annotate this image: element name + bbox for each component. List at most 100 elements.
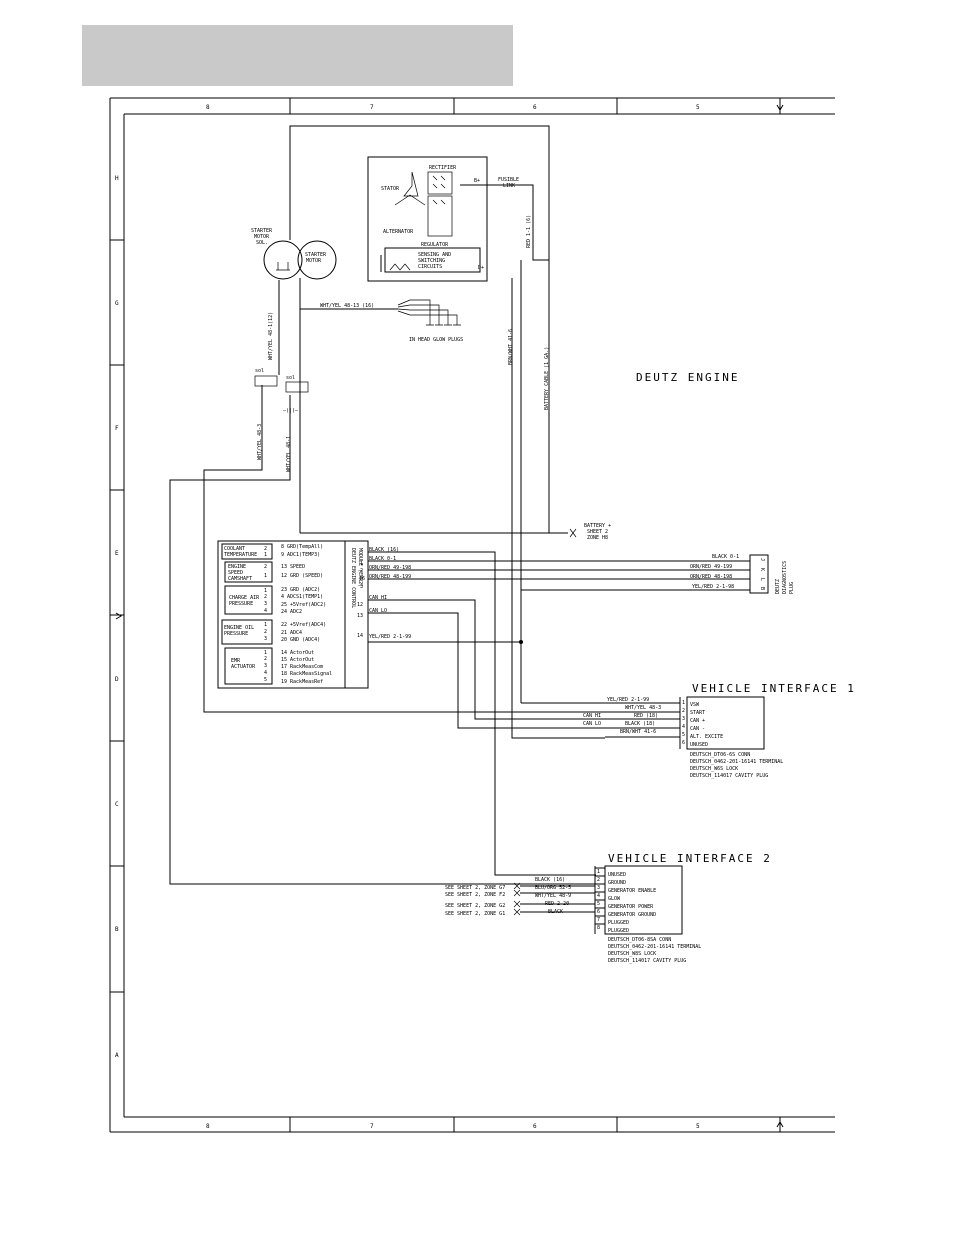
diag-pin: L xyxy=(759,578,765,581)
col-label-5: 5 xyxy=(696,104,700,111)
sensor-emr-pin: 1 xyxy=(264,650,267,656)
row-label-d: D xyxy=(115,676,119,683)
sensor-charge-air-pin: 3 xyxy=(264,601,267,607)
ecu-input-pins: 8 GRD(TempAll) 9 ADC1(TEMP3) 13 SPEED 12… xyxy=(281,544,332,685)
diag-wire-label: ORN/RED 48-198 xyxy=(690,574,732,580)
ecu-input-pin: 13 SPEED xyxy=(281,564,305,570)
vi2-function: GENERATOR ENABLE xyxy=(608,888,656,894)
vi1-function: ALT. EXCITE xyxy=(690,734,723,740)
vi1-function: START xyxy=(690,710,705,716)
sensor-charge-air-l2: PRESSURE xyxy=(229,601,253,607)
sensor-emr-l2: ACTUATOR xyxy=(231,664,256,670)
ecu-input-pin: 18 RackMeasSignal xyxy=(281,671,332,677)
battery-ref-3: ZONE H8 xyxy=(587,535,608,541)
sensor-speed-l2: SPEED xyxy=(228,570,243,576)
vi1-wire: YEL/RED 2-1-99 xyxy=(607,697,649,703)
row-label-b: B xyxy=(115,926,119,933)
starter-sol-label-3: SOL. xyxy=(256,240,268,246)
vi2-function: GENERATOR POWER xyxy=(608,904,654,910)
ecu-output-wires: BLACK (16) BLACK 0-1 ORN/RED 49-198 ORN/… xyxy=(368,547,750,876)
sensor-speed-l1: ENGINE xyxy=(228,564,246,570)
col-label-6-bottom: 6 xyxy=(533,1123,537,1130)
ecu-input-pin: 19 RackMeasRef xyxy=(281,679,323,685)
diagnostics-plug: BLACK 0-1 ORN/RED 49-199 ORN/RED 48-198 … xyxy=(690,554,795,594)
sensor-charge-air-pin: 4 xyxy=(264,608,267,614)
ecu-input-pin: 17 RackMeasCom xyxy=(281,664,323,670)
vi2-ref: SEE SHEET 2, ZONE G1 xyxy=(445,911,505,917)
vi1-pin: 1 xyxy=(682,700,685,706)
diag-pin: K xyxy=(759,568,765,571)
ecu-input-pin: 9 ADC1(TEMP3) xyxy=(281,552,320,558)
vi1-pin: 4 xyxy=(682,724,685,730)
vi2-function: GROUND xyxy=(608,880,626,886)
ecu-input-pin: 25 +5Vref(ADC2) xyxy=(281,602,326,608)
diag-label: DIAGNOSTICS xyxy=(782,561,788,594)
vi2-note: DEUTSCH_W8S LOCK xyxy=(608,951,656,957)
sensor-coolant-l1: COOLANT xyxy=(224,546,245,552)
vi1-note: DEUTSCH_W6S LOCK xyxy=(690,766,738,772)
row-label-f: F xyxy=(115,425,119,432)
sensing-label-3: CIRCUITS xyxy=(418,264,442,270)
sol-1-label: sol xyxy=(255,368,264,374)
sensor-coolant-pin: 1 xyxy=(264,552,267,558)
ecu-label-1: DEUTZ ENGINE CONTROL xyxy=(350,548,356,608)
sensor-speed-l3: CAMSHAFT xyxy=(228,576,252,582)
diag-pin: B xyxy=(759,587,765,590)
vi2-pin: 5 xyxy=(597,901,600,907)
ecu-input-pin: 20 GND (ADC4) xyxy=(281,637,320,643)
alternator-label: ALTERNATOR xyxy=(383,229,414,235)
vi1-wire: WHT/YEL 48-3 xyxy=(625,705,661,711)
vertical-wires: RED 1-1 (6) BRN/WHT 41-6 BATTERY CABLE (… xyxy=(169,215,611,885)
ecu-wire-label: BLACK 0-1 xyxy=(369,556,396,562)
sensing-label-2: SWITCHING xyxy=(418,258,445,264)
vi1-function: VSW xyxy=(690,702,700,708)
deutz-engine-title: DEUTZ ENGINE xyxy=(636,371,739,384)
b-plus-terminal: B+ xyxy=(474,178,480,184)
fusible-link-label-1: FUSIBLE xyxy=(498,177,519,183)
vehicle-interface-2: VEHICLE INTERFACE 2 BLACK (16) BLU/ORG 5… xyxy=(445,852,772,964)
ecu-out-pin: 13 xyxy=(357,613,363,619)
vi2-title: VEHICLE INTERFACE 2 xyxy=(608,852,772,865)
row-labels: H G F E D C B A xyxy=(115,175,119,1059)
ecu-out-pin: 14 xyxy=(357,633,363,639)
vi1-wire: RED (18) xyxy=(634,713,658,719)
vi2-pin: 2 xyxy=(597,877,600,883)
vi2-wire: WHT/YEL 48-9 xyxy=(535,893,571,899)
sol-2-label: sol xyxy=(286,375,295,381)
drawing-frame xyxy=(109,97,835,1133)
glow-wire-label: WHT/YEL 48-13 (16) xyxy=(320,303,374,309)
row-label-g: G xyxy=(115,300,119,307)
brn-wht-wire-label: BRN/WHT 41-6 xyxy=(508,329,514,365)
sensor-coolant-l2: TEMPERATURE xyxy=(224,552,257,558)
vi1-functions: VSW START CAN + CAN - ALT. EXCITE UNUSED xyxy=(690,702,723,748)
ecu-wire-label: BLACK (16) xyxy=(369,547,399,553)
ecu-input-pin: 22 +5Vref(ADC4) xyxy=(281,622,326,628)
sensor-oil-pin: 3 xyxy=(264,636,267,642)
wht-yel-48-3-label: WHT/YEL 48-3 xyxy=(257,424,263,460)
diag-wire-label: BLACK 0-1 xyxy=(712,554,739,560)
vi1-pins: 1 2 3 4 5 6 xyxy=(682,700,685,746)
ecu-wire-label: ORN/RED 48-199 xyxy=(369,574,411,580)
col-label-8-bottom: 8 xyxy=(206,1123,210,1130)
stator-label: STATOR xyxy=(381,186,400,192)
vi2-note: DEUTSCH_0462-201-16141 TERMINAL xyxy=(608,944,701,950)
ecu-label-2: MODULE (EMR2) xyxy=(357,548,363,587)
wht-yel-12-label: WHT/YEL 48-1(12) xyxy=(268,312,274,360)
ecu-out-pin: 3 xyxy=(360,584,363,590)
diag-label: DEUTZ xyxy=(775,579,781,594)
vi1-function: CAN + xyxy=(690,718,705,724)
vi2-function: GLOW xyxy=(608,896,621,902)
vi2-function: PLUGGED xyxy=(608,920,629,926)
sensor-emr-l1: EMR xyxy=(231,658,241,664)
fusible-link-label-2: LINK xyxy=(503,183,515,189)
sensor-speed-box xyxy=(224,561,273,583)
vehicle-interface-1: VEHICLE INTERFACE 1 YEL/RED 2-1-99 WHT/Y… xyxy=(583,682,854,779)
vi2-pins: 1 2 3 4 5 6 7 8 xyxy=(597,869,600,931)
sensor-charge-air-pin: 2 xyxy=(264,594,267,600)
starter-motor: STARTER MOTOR SOL. STARTER MOTOR xyxy=(251,228,337,280)
vi1-note: DEUTSCH_114017 CAVITY PLUG xyxy=(690,773,768,779)
sensor-oil-pin: 1 xyxy=(264,622,267,628)
vi2-pin: 7 xyxy=(597,917,600,923)
vi1-function: UNUSED xyxy=(690,742,708,748)
vi1-can: CAN HI xyxy=(583,713,601,719)
